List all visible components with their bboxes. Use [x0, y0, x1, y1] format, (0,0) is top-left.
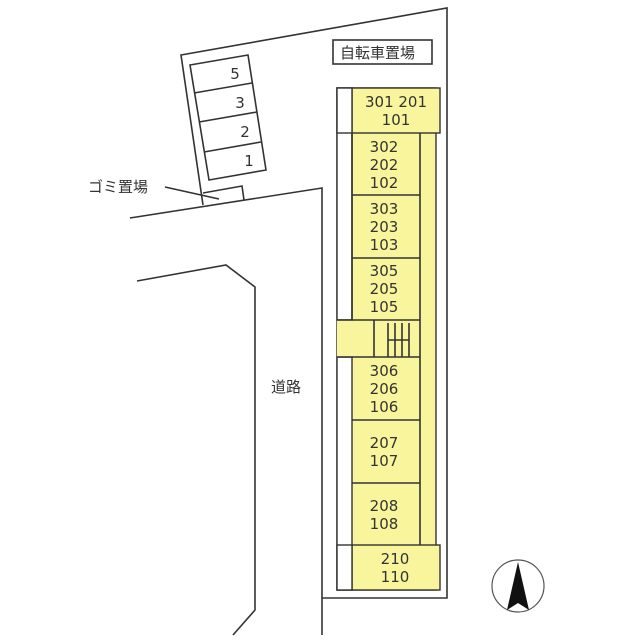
unit-label: 202: [370, 156, 399, 174]
car-parking: [189, 54, 267, 181]
garbage-leader: [164, 186, 220, 200]
unit-label: 101: [382, 111, 411, 129]
unit-label: 207: [370, 434, 399, 452]
unit-label: 206: [370, 380, 399, 398]
unit-label: 103: [370, 236, 399, 254]
unit-label: 107: [370, 452, 399, 470]
unit-label: 305: [370, 262, 399, 280]
unit-label: 210: [381, 550, 410, 568]
unit-label: 106: [370, 398, 399, 416]
unit-label: 302: [370, 138, 399, 156]
north-arrow-icon: [491, 559, 545, 613]
unit-label: 205: [370, 280, 399, 298]
parking-space-label: 3: [235, 94, 245, 112]
building: [336, 87, 441, 591]
bicycle-parking-label: 自転車置場: [340, 44, 415, 62]
unit-label: 108: [370, 515, 399, 533]
road-label: 道路: [271, 378, 301, 396]
unit-label: 306: [370, 362, 399, 380]
parking-space-label: 2: [240, 123, 250, 141]
staircase: [387, 323, 410, 357]
road-edge-left: [136, 264, 256, 636]
unit-label: 208: [370, 497, 399, 515]
parking-space-label: 5: [230, 65, 240, 83]
unit-label: 110: [381, 568, 410, 586]
unit-label: 102: [370, 174, 399, 192]
unit-label: 303: [370, 200, 399, 218]
road-edge-right: [129, 187, 323, 635]
lot-boundary: [180, 7, 448, 599]
unit-label: 301 201: [365, 93, 427, 111]
unit-label: 105: [370, 298, 399, 316]
bicycle-parking-box: [332, 39, 433, 65]
parking-space-label: 1: [244, 152, 254, 170]
garbage-area: [202, 185, 245, 201]
unit-label: 203: [370, 218, 399, 236]
garbage-area-label: ゴミ置場: [88, 178, 148, 196]
